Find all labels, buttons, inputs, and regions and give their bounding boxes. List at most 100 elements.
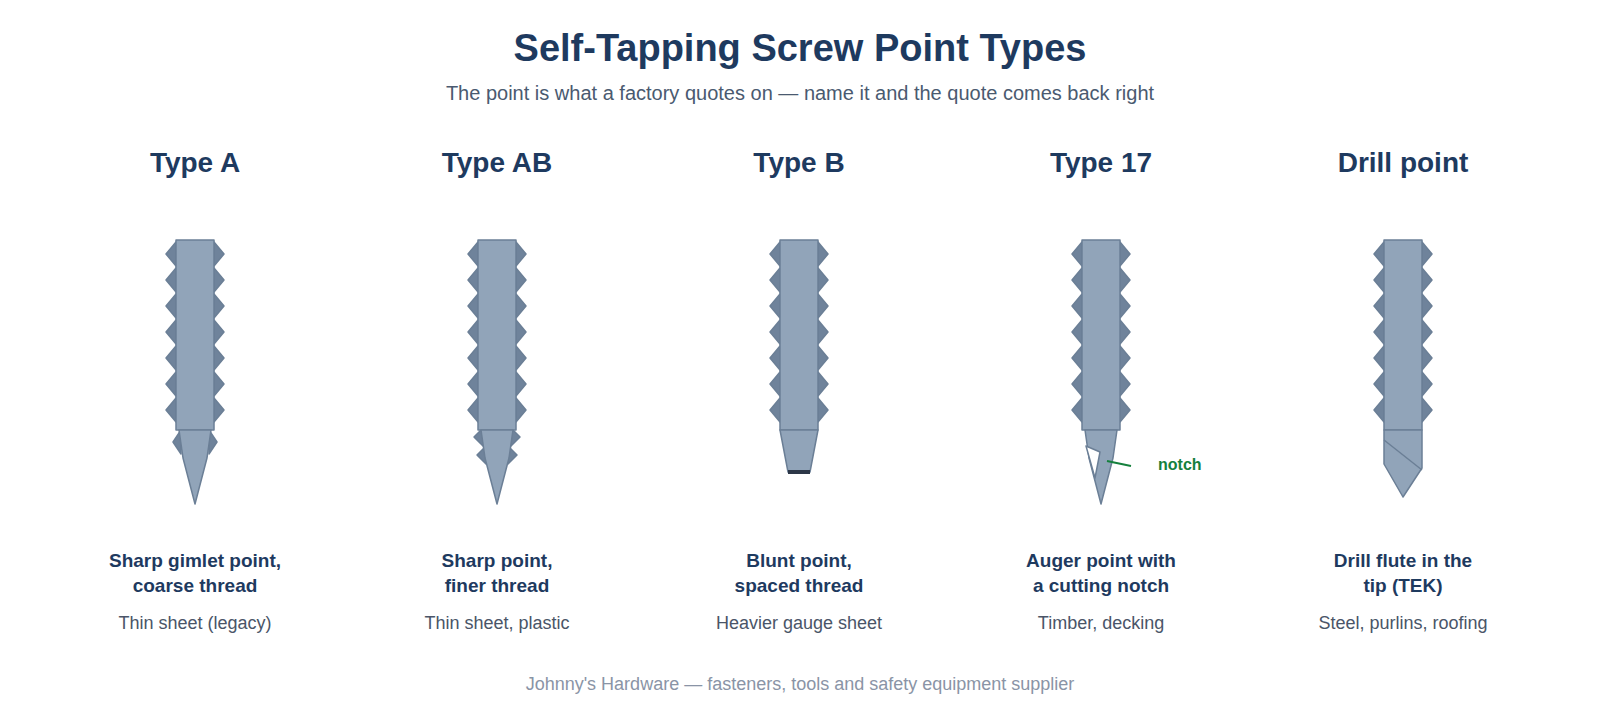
thread-tooth bbox=[214, 242, 224, 266]
thread-tooth bbox=[468, 346, 478, 370]
gimlet-point bbox=[179, 430, 211, 504]
thread-tooth bbox=[770, 346, 780, 370]
thread-tooth bbox=[1072, 346, 1082, 370]
screw-figure bbox=[166, 240, 224, 504]
thread-tooth bbox=[818, 372, 828, 396]
thread-tooth bbox=[1120, 320, 1130, 344]
thread-tooth bbox=[468, 268, 478, 292]
point-description: Auger point with a cutting notch bbox=[1019, 549, 1184, 598]
thread-tooth bbox=[818, 346, 828, 370]
screw-shank bbox=[478, 240, 516, 430]
thread-tooth bbox=[214, 398, 224, 422]
cutting-notch bbox=[1086, 446, 1100, 478]
thread-tooth bbox=[1120, 294, 1130, 318]
thread-tooth bbox=[166, 372, 176, 396]
screw-figure bbox=[770, 240, 828, 472]
thread-tooth bbox=[1072, 398, 1082, 422]
screw-figure bbox=[1374, 240, 1432, 497]
thread-tooth bbox=[1374, 294, 1384, 318]
thread-tooth bbox=[818, 398, 828, 422]
thread-tooth bbox=[1072, 320, 1082, 344]
thread-tooth bbox=[818, 242, 828, 266]
thread-tooth bbox=[770, 320, 780, 344]
thread-tooth bbox=[1374, 242, 1384, 266]
thread-tooth bbox=[1374, 398, 1384, 422]
thread-tooth bbox=[1374, 320, 1384, 344]
diagram-title: Self-Tapping Screw Point Types bbox=[514, 24, 1087, 73]
type-heading: Drill point bbox=[1338, 145, 1469, 181]
thread-tooth bbox=[516, 372, 526, 396]
thread-tooth bbox=[1072, 294, 1082, 318]
thread-tooth bbox=[516, 346, 526, 370]
thread-tooth bbox=[166, 294, 176, 318]
thread-tooth bbox=[1422, 398, 1432, 422]
use-case: Steel, purlins, roofing bbox=[1318, 612, 1487, 635]
type-heading: Type B bbox=[753, 145, 844, 181]
thread-tooth bbox=[214, 268, 224, 292]
thread-tooth bbox=[1422, 320, 1432, 344]
thread-tooth bbox=[214, 294, 224, 318]
thread-tooth bbox=[770, 268, 780, 292]
thread-tooth bbox=[1120, 346, 1130, 370]
thread-tooth bbox=[214, 320, 224, 344]
thread-tooth bbox=[166, 268, 176, 292]
thread-tooth bbox=[1422, 372, 1432, 396]
thread-tooth bbox=[1072, 268, 1082, 292]
thread-tooth bbox=[770, 242, 780, 266]
point-description: Blunt point, spaced thread bbox=[724, 549, 874, 598]
thread-tooth bbox=[1120, 242, 1130, 266]
blunt-tip bbox=[788, 470, 810, 474]
point-description: Sharp point, finer thread bbox=[427, 549, 567, 598]
screw-figure bbox=[1072, 240, 1131, 504]
type-heading: Type 17 bbox=[1050, 145, 1152, 181]
screw-figure bbox=[468, 240, 526, 504]
thread-tooth bbox=[468, 398, 478, 422]
thread-tooth bbox=[1422, 346, 1432, 370]
point-description: Drill flute in the tip (TEK) bbox=[1333, 549, 1473, 598]
thread-tooth bbox=[468, 372, 478, 396]
thread-tooth bbox=[1072, 242, 1082, 266]
thread-tooth bbox=[516, 320, 526, 344]
blunt-point bbox=[780, 430, 818, 472]
drill-flute bbox=[1384, 440, 1422, 470]
screw-shank bbox=[780, 240, 818, 430]
thread-tooth bbox=[1120, 372, 1130, 396]
screw-shank bbox=[176, 240, 214, 430]
gimlet-point bbox=[1085, 430, 1117, 504]
gimlet-point bbox=[481, 430, 513, 504]
footer-note: Johnny's Hardware — fasteners, tools and… bbox=[526, 673, 1075, 696]
thread-tooth bbox=[1422, 294, 1432, 318]
thread-tooth bbox=[1072, 372, 1082, 396]
thread-tooth bbox=[214, 372, 224, 396]
thread-tooth bbox=[770, 372, 780, 396]
thread-tooth bbox=[1374, 346, 1384, 370]
thread-tooth bbox=[166, 346, 176, 370]
use-case: Thin sheet, plastic bbox=[424, 612, 569, 635]
thread-tooth bbox=[516, 242, 526, 266]
screw-shank bbox=[1384, 240, 1422, 430]
type-heading: Type AB bbox=[442, 145, 552, 181]
drill-point bbox=[1384, 430, 1422, 497]
thread-tooth bbox=[516, 268, 526, 292]
thread-tooth bbox=[1422, 242, 1432, 266]
thread-tooth bbox=[214, 346, 224, 370]
thread-tooth bbox=[818, 320, 828, 344]
use-case: Heavier gauge sheet bbox=[716, 612, 882, 635]
thread-tooth bbox=[1374, 372, 1384, 396]
thread-tooth bbox=[468, 294, 478, 318]
use-case: Timber, decking bbox=[1038, 612, 1164, 635]
thread-tooth bbox=[1374, 268, 1384, 292]
thread-tooth bbox=[770, 398, 780, 422]
thread-tooth bbox=[516, 398, 526, 422]
use-case: Thin sheet (legacy) bbox=[118, 612, 271, 635]
thread-tooth bbox=[166, 242, 176, 266]
thread-tooth bbox=[818, 294, 828, 318]
thread-tooth bbox=[468, 320, 478, 344]
thread-tooth bbox=[1422, 268, 1432, 292]
thread-tooth bbox=[1120, 268, 1130, 292]
thread-tooth bbox=[166, 398, 176, 422]
thread-tooth bbox=[468, 242, 478, 266]
type-heading: Type A bbox=[150, 145, 240, 181]
thread-tooth bbox=[770, 294, 780, 318]
